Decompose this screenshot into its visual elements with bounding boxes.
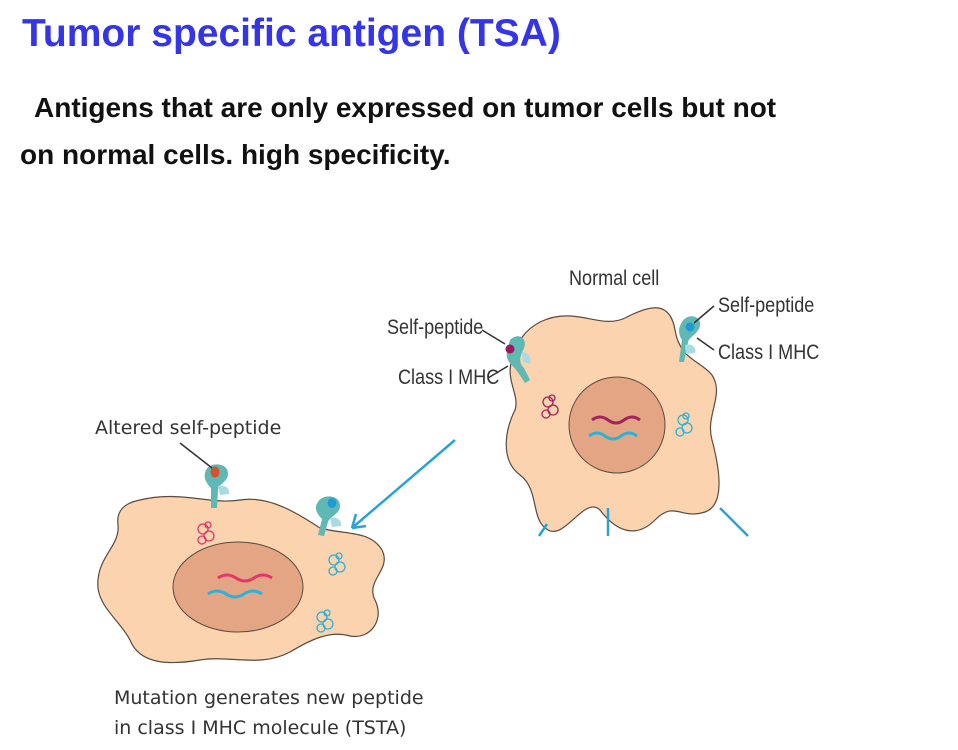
protein-coil-blue-tumor-1 [328, 552, 346, 576]
mhc-molecule-tumor-right [315, 496, 342, 536]
normal-cell-label: Normal cell [569, 267, 659, 291]
transition-arrow [350, 439, 749, 537]
protein-coil-pink [197, 521, 215, 545]
protein-coil-blue [675, 412, 693, 437]
mhc-molecule-right [679, 316, 701, 362]
tumor-cell-nucleus [172, 541, 304, 633]
dna-strand-blue-tumor [207, 589, 263, 599]
altered-self-peptide-label: Altered self-peptide [95, 417, 281, 439]
body-line-2: on normal cells. high specificity. [20, 139, 451, 170]
protein-coil-blue-tumor-2 [316, 609, 334, 633]
body-line-1: Antigens that are only expressed on tumo… [34, 92, 777, 123]
tumor-caption-line-2: in class I MHC molecule (TSTA) [114, 717, 406, 739]
leader-line-altered [179, 442, 213, 469]
tumor-caption-line-1: Mutation generates new peptide [114, 687, 424, 709]
left-class-i-mhc-label: Class I MHC [398, 366, 499, 390]
mhc-molecule-altered [204, 464, 230, 508]
dna-strand-red-tumor [217, 573, 273, 583]
right-self-peptide-label: Self-peptide [718, 294, 814, 318]
protein-coil-magenta [541, 394, 559, 419]
dna-strand-blue [588, 431, 638, 441]
tumor-cell: Altered self-peptide Mutation generates … [95, 417, 424, 739]
right-class-i-mhc-label: Class I MHC [718, 341, 819, 365]
slide-body: Antigens that are only expressed on tumo… [20, 84, 950, 178]
altered-peptide-dot [210, 466, 220, 478]
slide-title: Tumor specific antigen (TSA) [22, 12, 561, 55]
leader-lines-normal [481, 305, 715, 379]
mhc-molecule-left [505, 336, 531, 383]
self-peptide-dot-left [505, 344, 515, 354]
left-self-peptide-label: Self-peptide [387, 316, 483, 340]
dna-strand-red [591, 415, 641, 425]
normal-cell: Normal cell Self-peptide Class I MHC Sel… [387, 267, 819, 533]
self-peptide-dot-right [685, 322, 695, 332]
normal-cell-nucleus [568, 376, 666, 474]
